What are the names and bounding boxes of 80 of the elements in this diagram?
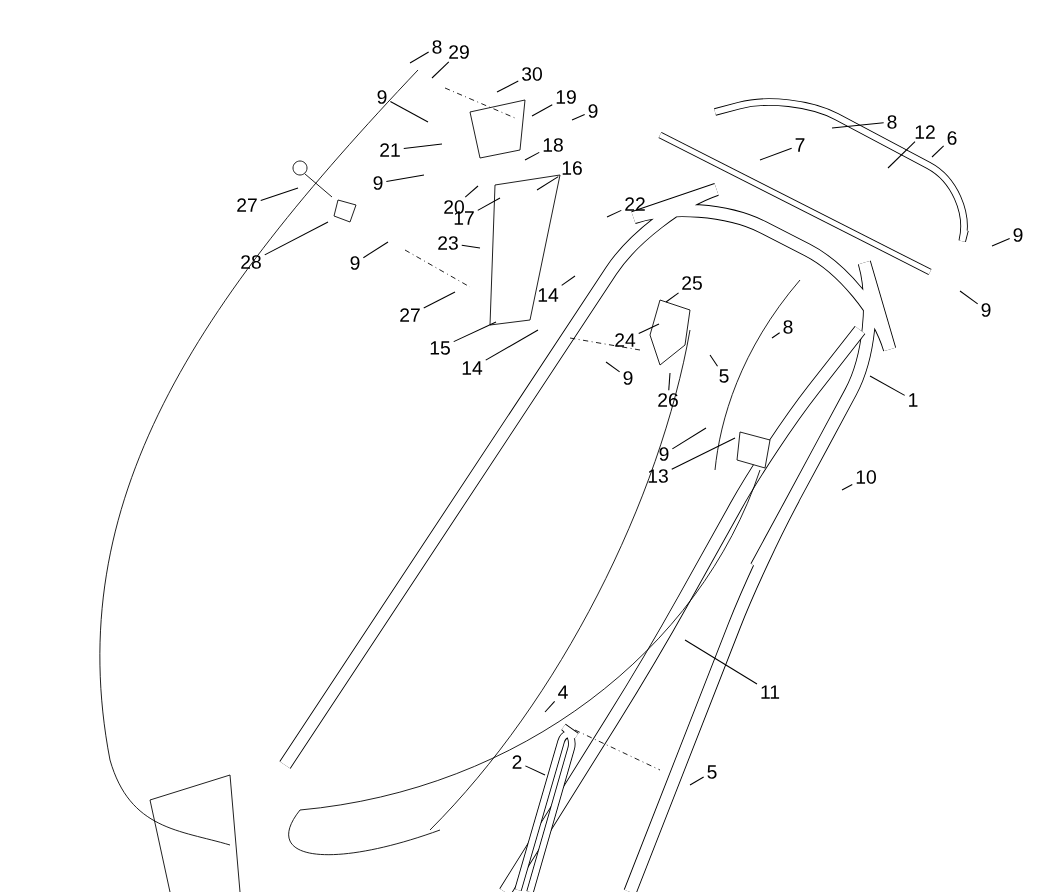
callout-number: 21 [380,143,400,157]
callout-number: 13 [648,469,668,483]
leader-line [524,765,546,776]
leader-line [403,143,443,149]
leader-line [453,321,497,343]
callout-number: 4 [558,685,568,699]
callout-number: 30 [522,67,542,81]
leader-line [260,187,299,201]
leader-line [638,323,660,335]
callout-number: 19 [556,90,576,104]
callout-number: 14 [462,361,483,375]
callout-number: 8 [783,320,793,334]
callout-number: 15 [430,341,450,355]
leader-line [561,275,576,286]
leader-line [665,292,680,303]
leader-line [431,61,450,79]
callout-number: 8 [887,115,897,129]
leader-line [991,238,1011,247]
callout-number: 9 [350,256,360,270]
callout-number: 28 [241,255,261,269]
callout-number: 24 [615,333,636,347]
leader-line [959,290,979,305]
leader-line [771,332,781,339]
leader-line [571,114,586,121]
leader-line [831,122,885,129]
callout-number: 29 [449,45,469,59]
leader-line [544,700,556,713]
leader-line [668,372,671,391]
callout-number: 16 [562,161,582,175]
leader-line [709,354,719,367]
leader-line [496,80,519,93]
callout-number: 9 [588,104,598,118]
callout-number: 10 [856,470,876,484]
leader-line [606,209,622,218]
leader-line [485,329,539,361]
leader-line [409,51,430,64]
leader-line [671,427,707,450]
leader-line [461,244,481,249]
leader-line [689,776,705,786]
leader-line [264,221,329,256]
leader-line [759,147,793,161]
leader-line [477,197,501,211]
callout-number: 23 [438,236,458,250]
leader-line [423,291,456,309]
callout-number: 12 [915,125,935,139]
leader-line [362,241,389,259]
callout-number: 9 [377,90,387,104]
callout-number: 26 [658,393,678,407]
callout-number: 6 [947,131,957,145]
leader-line [887,141,916,169]
callout-number: 9 [623,371,633,385]
leader-line [385,174,425,183]
callout-number: 5 [719,369,729,383]
callout-number: 7 [795,138,805,152]
leader-line [931,145,945,158]
callout-number: 1 [909,393,918,407]
callout-number: 27 [237,198,257,212]
leader-line [841,483,853,491]
leader-line [671,437,736,470]
leader-line [389,101,429,123]
callout-number: 22 [625,197,645,211]
callout-number: 18 [543,138,563,152]
callout-number: 9 [1013,228,1023,242]
leader-line [869,375,906,396]
callout-number: 9 [981,303,991,317]
callout-number: 9 [373,176,383,190]
leader-line [524,151,540,161]
leader-line [684,639,758,685]
leader-line [605,361,621,373]
callout-number: 11 [761,685,780,699]
leader-line [464,185,479,198]
leader-line [536,176,559,191]
callout-number: 14 [538,288,559,302]
callout-number: 5 [707,765,717,779]
callout-number: 25 [682,276,702,290]
callout-number: 8 [432,40,442,54]
callout-number: 27 [400,308,420,322]
callout-number: 2 [512,755,522,769]
leader-line [531,104,553,117]
callout-number: 9 [659,447,669,461]
